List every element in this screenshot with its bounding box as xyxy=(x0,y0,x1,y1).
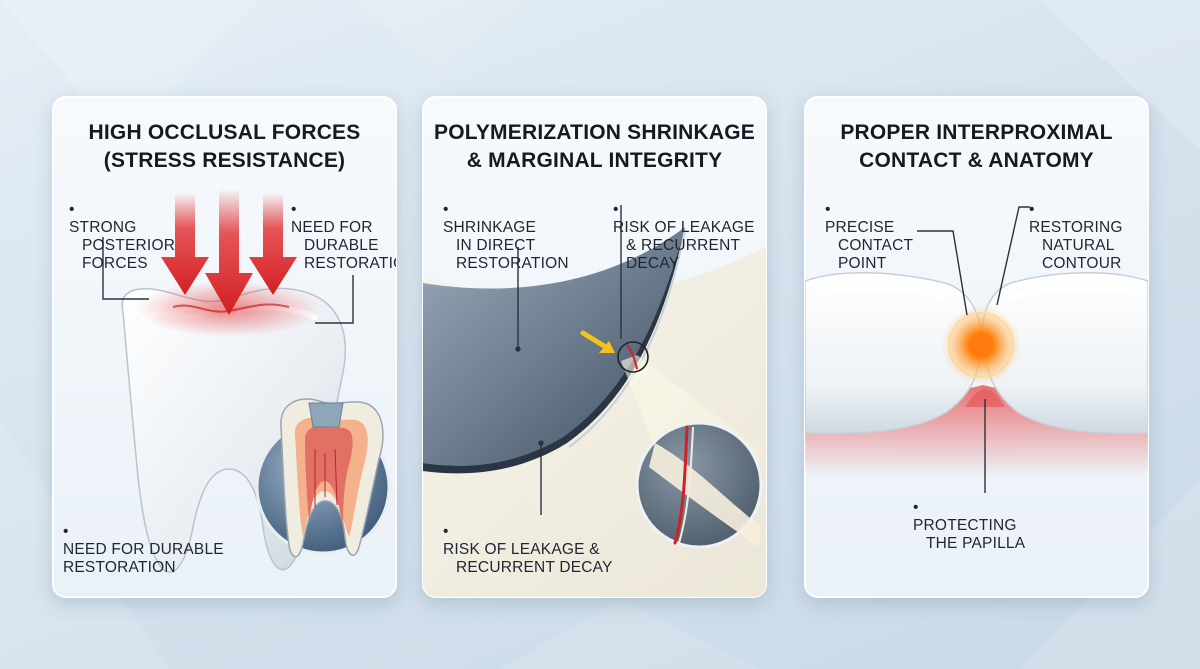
label-papilla: •PROTECTING THE PAPILLA xyxy=(913,499,1026,552)
label-risk-top: •RISK OF LEAKAGE & RECURRENT DECAY xyxy=(613,201,755,272)
tooth-cross-section-icon xyxy=(255,398,391,558)
panel-title: PROPER INTERPROXIMAL CONTACT & ANATOMY xyxy=(840,121,1113,172)
label-contact-point: •PRECISE CONTACT POINT xyxy=(825,201,914,272)
gap-arrow-icon xyxy=(580,330,615,353)
label-natural-contour: •RESTORING NATURAL CONTOUR xyxy=(1029,201,1123,272)
teeth-contact-illustration xyxy=(805,206,1148,493)
force-arrow-icon xyxy=(161,189,297,315)
panel-occlusal-forces: HIGH OCCLUSAL FORCES (STRESS RESISTANCE)… xyxy=(52,96,397,598)
margin-illustration xyxy=(423,205,766,597)
label-strong-forces: •STRONG POSTERIOR FORCES xyxy=(69,201,176,272)
magnifier-icon xyxy=(635,421,763,549)
label-need-durable-top: •NEED FOR DURABLE RESTORATION xyxy=(291,201,396,272)
label-risk-bottom: •RISK OF LEAKAGE & RECURRENT DECAY xyxy=(443,523,613,576)
label-need-durable-bottom: •NEED FOR DURABLE RESTORATION xyxy=(63,523,224,576)
contact-glow-icon xyxy=(941,305,1021,385)
molar-illustration xyxy=(102,189,391,573)
label-shrinkage: •SHRINKAGE IN DIRECT RESTORATION xyxy=(443,201,569,272)
panel-interproximal-contact: PROPER INTERPROXIMAL CONTACT & ANATOMY •… xyxy=(804,96,1149,598)
panel-title: POLYMERIZATION SHRINKAGE & MARGINAL INTE… xyxy=(434,121,755,172)
panel-polymerization-shrinkage: POLYMERIZATION SHRINKAGE & MARGINAL INTE… xyxy=(422,96,767,598)
panel-title: HIGH OCCLUSAL FORCES (STRESS RESISTANCE) xyxy=(88,121,361,172)
